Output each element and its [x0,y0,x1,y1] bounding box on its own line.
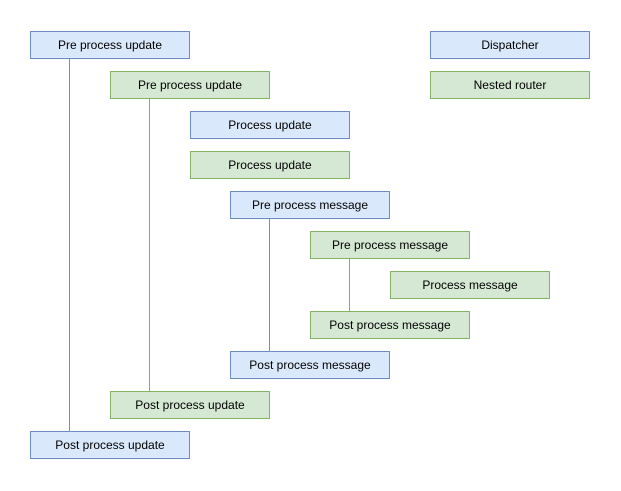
connector-line [69,59,70,431]
process-node-label: Pre process message [251,198,369,212]
process-node[interactable]: Post process update [110,391,270,419]
process-node-label: Post process update [55,438,165,452]
legend-item-label: Nested router [473,78,547,92]
process-node[interactable]: Process update [190,151,350,179]
process-node[interactable]: Pre process message [310,231,470,259]
process-node[interactable]: Process update [190,111,350,139]
process-node[interactable]: Post process update [30,431,190,459]
process-node-label: Pre process update [57,38,163,52]
process-node-label: Process update [228,118,312,132]
process-node[interactable]: Pre process update [30,31,190,59]
process-node-label: Post process message [329,318,451,332]
process-node[interactable]: Process message [390,271,550,299]
connector-line [149,99,150,391]
connector-line [269,219,270,351]
process-node[interactable]: Post process message [230,351,390,379]
legend-item-label: Dispatcher [481,38,539,52]
process-node-label: Pre process message [331,238,449,252]
process-node-label: Process message [422,278,518,292]
process-node-label: Pre process update [137,78,243,92]
process-node-label: Post process message [249,358,371,372]
legend-item[interactable]: Nested router [430,71,590,99]
connector-line [349,259,350,311]
process-node-label: Post process update [135,398,245,412]
process-node-label: Process update [228,158,312,172]
process-node[interactable]: Pre process message [230,191,390,219]
legend-item[interactable]: Dispatcher [430,31,590,59]
process-node[interactable]: Pre process update [110,71,270,99]
process-node[interactable]: Post process message [310,311,470,339]
